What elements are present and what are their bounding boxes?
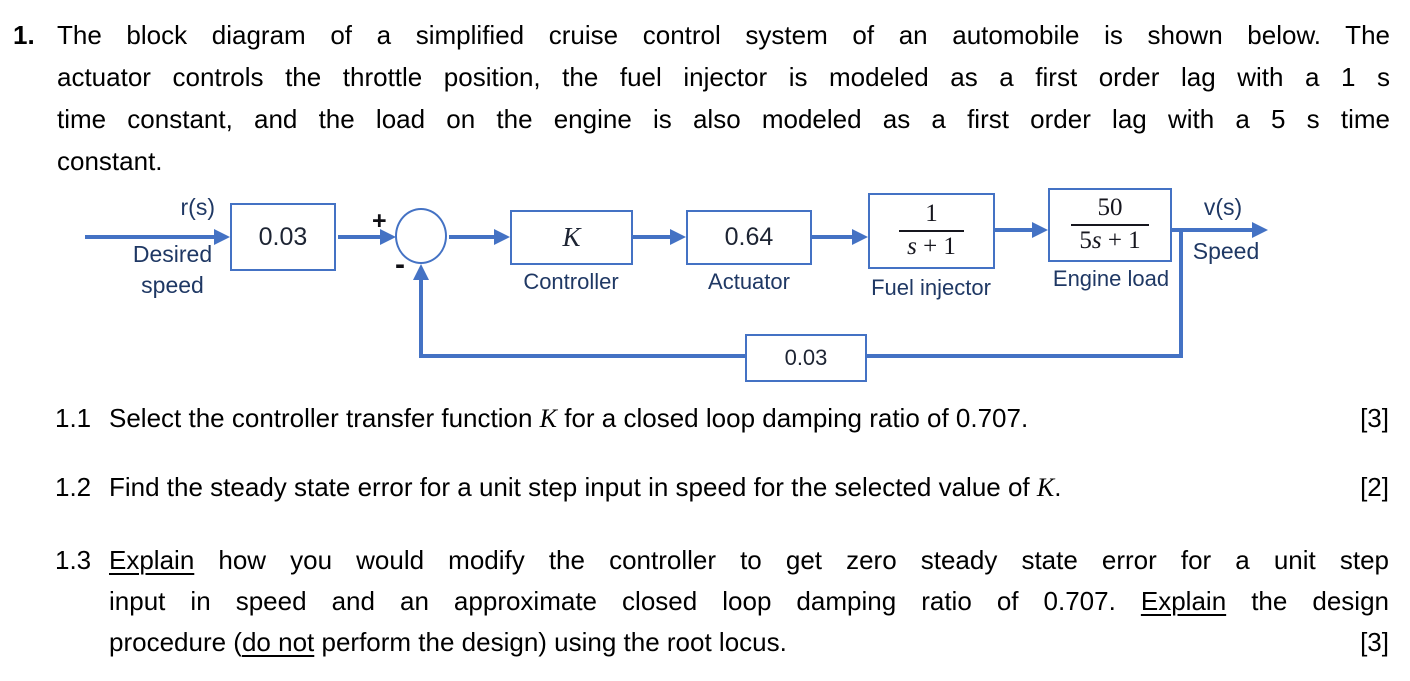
arrow-to-summer-line — [338, 235, 382, 239]
controller-gain-value: K — [562, 222, 581, 252]
question-1-2-post: . — [1054, 472, 1062, 502]
problem-number: 1. — [13, 20, 35, 50]
question-1-2: 1.2 Find the steady state error for a un… — [55, 471, 1389, 504]
actuator-gain-value: 0.64 — [724, 223, 774, 251]
arrow-to-summer-arrowhead-icon — [380, 229, 396, 245]
question-1-1-pre: Select the controller transfer function — [109, 403, 540, 433]
engine-load-denominator: 5s + 1 — [1071, 224, 1149, 256]
feedback-vertical-line — [419, 273, 423, 358]
problem-statement: 1. The block diagram of a simplified cru… — [13, 14, 1390, 182]
input-arrow-line — [85, 235, 215, 239]
actuator-block: 0.64 — [686, 210, 812, 265]
arrow-to-controller-arrowhead-icon — [494, 229, 510, 245]
fuel-injector-denominator: s + 1 — [899, 230, 964, 262]
question-1-3: 1.3 Explain how you would modify the con… — [55, 540, 1389, 663]
question-1-2-marks: [2] — [1360, 472, 1389, 502]
question-1-3-marks: [3] — [1360, 627, 1389, 657]
output-arrow-line — [1172, 228, 1254, 232]
output-arrowhead-icon — [1252, 222, 1268, 238]
output-signal-label: v(s) — [1203, 194, 1243, 220]
reference-gain-value: 0.03 — [258, 222, 308, 251]
controller-block: K — [510, 210, 633, 265]
desired-speed-label-line1: Desired — [132, 241, 213, 267]
feedback-branch-line — [1179, 230, 1183, 356]
arrow-to-engine-arrowhead-icon — [1032, 222, 1048, 238]
arrow-to-actuator-arrowhead-icon — [670, 229, 686, 245]
actuator-label: Actuator — [708, 269, 790, 294]
fuel-injector-block: 1 s + 1 — [868, 193, 995, 269]
sum-plus-sign: + — [372, 207, 387, 235]
question-1-3-underline-explain: Explain — [109, 545, 195, 575]
feedback-gain-block: 0.03 — [745, 334, 867, 382]
fuel-injector-numerator: 1 — [925, 200, 938, 228]
question-1-3-line-1-rest: how you would modify the controller to g… — [194, 545, 1389, 575]
question-1-3-line-3: procedure (do not perform the design) us… — [109, 622, 1389, 663]
question-1-3-line-3-post: perform the design) using the root locus… — [314, 627, 787, 657]
feedback-gain-value: 0.03 — [784, 345, 828, 370]
fuel-injector-transfer-function: 1 s + 1 — [899, 200, 964, 262]
feedback-up-arrowhead-icon — [413, 264, 429, 280]
question-1-3-underline-explain-2: Explain — [1140, 586, 1227, 616]
problem-line-3: time constant, and the load on the engin… — [57, 104, 1390, 134]
question-1-2-number: 1.2 — [55, 472, 92, 502]
output-speed-label: Speed — [1192, 238, 1260, 264]
engine-load-block: 50 5s + 1 — [1048, 188, 1172, 262]
problem-line-4: constant. — [57, 146, 163, 176]
fuel-injector-den-rest: + 1 — [916, 233, 956, 260]
question-1-2-k-symbol: K — [1036, 473, 1055, 502]
problem-line-1: The block diagram of a simplified cruise… — [57, 20, 1390, 50]
question-list: 1.1 Select the controller transfer funct… — [55, 402, 1389, 663]
engine-load-den-pre: 5 — [1079, 227, 1092, 254]
arrow-to-actuator-line — [633, 235, 670, 239]
arrow-to-fuel-line — [812, 235, 852, 239]
question-1-1-k-symbol: K — [539, 404, 558, 433]
question-1-3-line-2-pre: input in speed and an approximate closed… — [109, 586, 1141, 616]
problem-text: The block diagram of a simplified cruise… — [57, 14, 1390, 182]
question-1-1-marks: [3] — [1360, 403, 1389, 433]
engine-load-label: Engine load — [1052, 266, 1170, 291]
fuel-injector-den-var: s — [907, 233, 917, 260]
question-1-3-line-1: Explain how you would modify the control… — [109, 540, 1389, 581]
question-1-1-post: for a closed loop damping ratio of 0.707… — [557, 403, 1029, 433]
question-1-2-pre: Find the steady state error for a unit s… — [109, 472, 1037, 502]
engine-load-den-var: s — [1091, 227, 1102, 254]
question-1-1-number: 1.1 — [55, 403, 92, 433]
question-1-1: 1.1 Select the controller transfer funct… — [55, 402, 1389, 435]
question-1-2-text: Find the steady state error for a unit s… — [109, 471, 1061, 504]
arrow-to-fuel-arrowhead-icon — [852, 229, 868, 245]
controller-label: Controller — [523, 269, 619, 294]
question-1-3-underline-do-not: do not — [241, 627, 315, 657]
block-diagram: r(s) Desired speed 0.03 + - K Controller… — [0, 185, 1410, 390]
question-1-3-line-2-post: the design — [1226, 586, 1389, 616]
arrow-to-engine-line — [995, 228, 1032, 232]
summing-junction — [395, 208, 447, 264]
problem-line-2: actuator controls the throttle position,… — [57, 62, 1390, 92]
question-1-3-line-3-pre: procedure ( — [109, 627, 242, 657]
arrow-to-controller-line — [449, 235, 494, 239]
question-1-1-text: Select the controller transfer function … — [109, 402, 1028, 435]
engine-load-transfer-function: 50 5s + 1 — [1071, 194, 1149, 256]
input-signal-label: r(s) — [180, 194, 215, 220]
engine-load-den-rest: + 1 — [1101, 227, 1141, 254]
question-1-3-text: Explain how you would modify the control… — [109, 540, 1389, 663]
engine-load-numerator: 50 — [1097, 194, 1123, 222]
reference-gain-block: 0.03 — [230, 203, 336, 271]
question-1-3-number: 1.3 — [55, 545, 92, 575]
question-1-3-line-2: input in speed and an approximate closed… — [109, 581, 1389, 622]
sum-minus-sign: - — [395, 248, 405, 281]
desired-speed-label-line2: speed — [141, 272, 204, 298]
input-arrowhead-icon — [214, 229, 230, 245]
fuel-injector-label: Fuel injector — [871, 275, 991, 300]
